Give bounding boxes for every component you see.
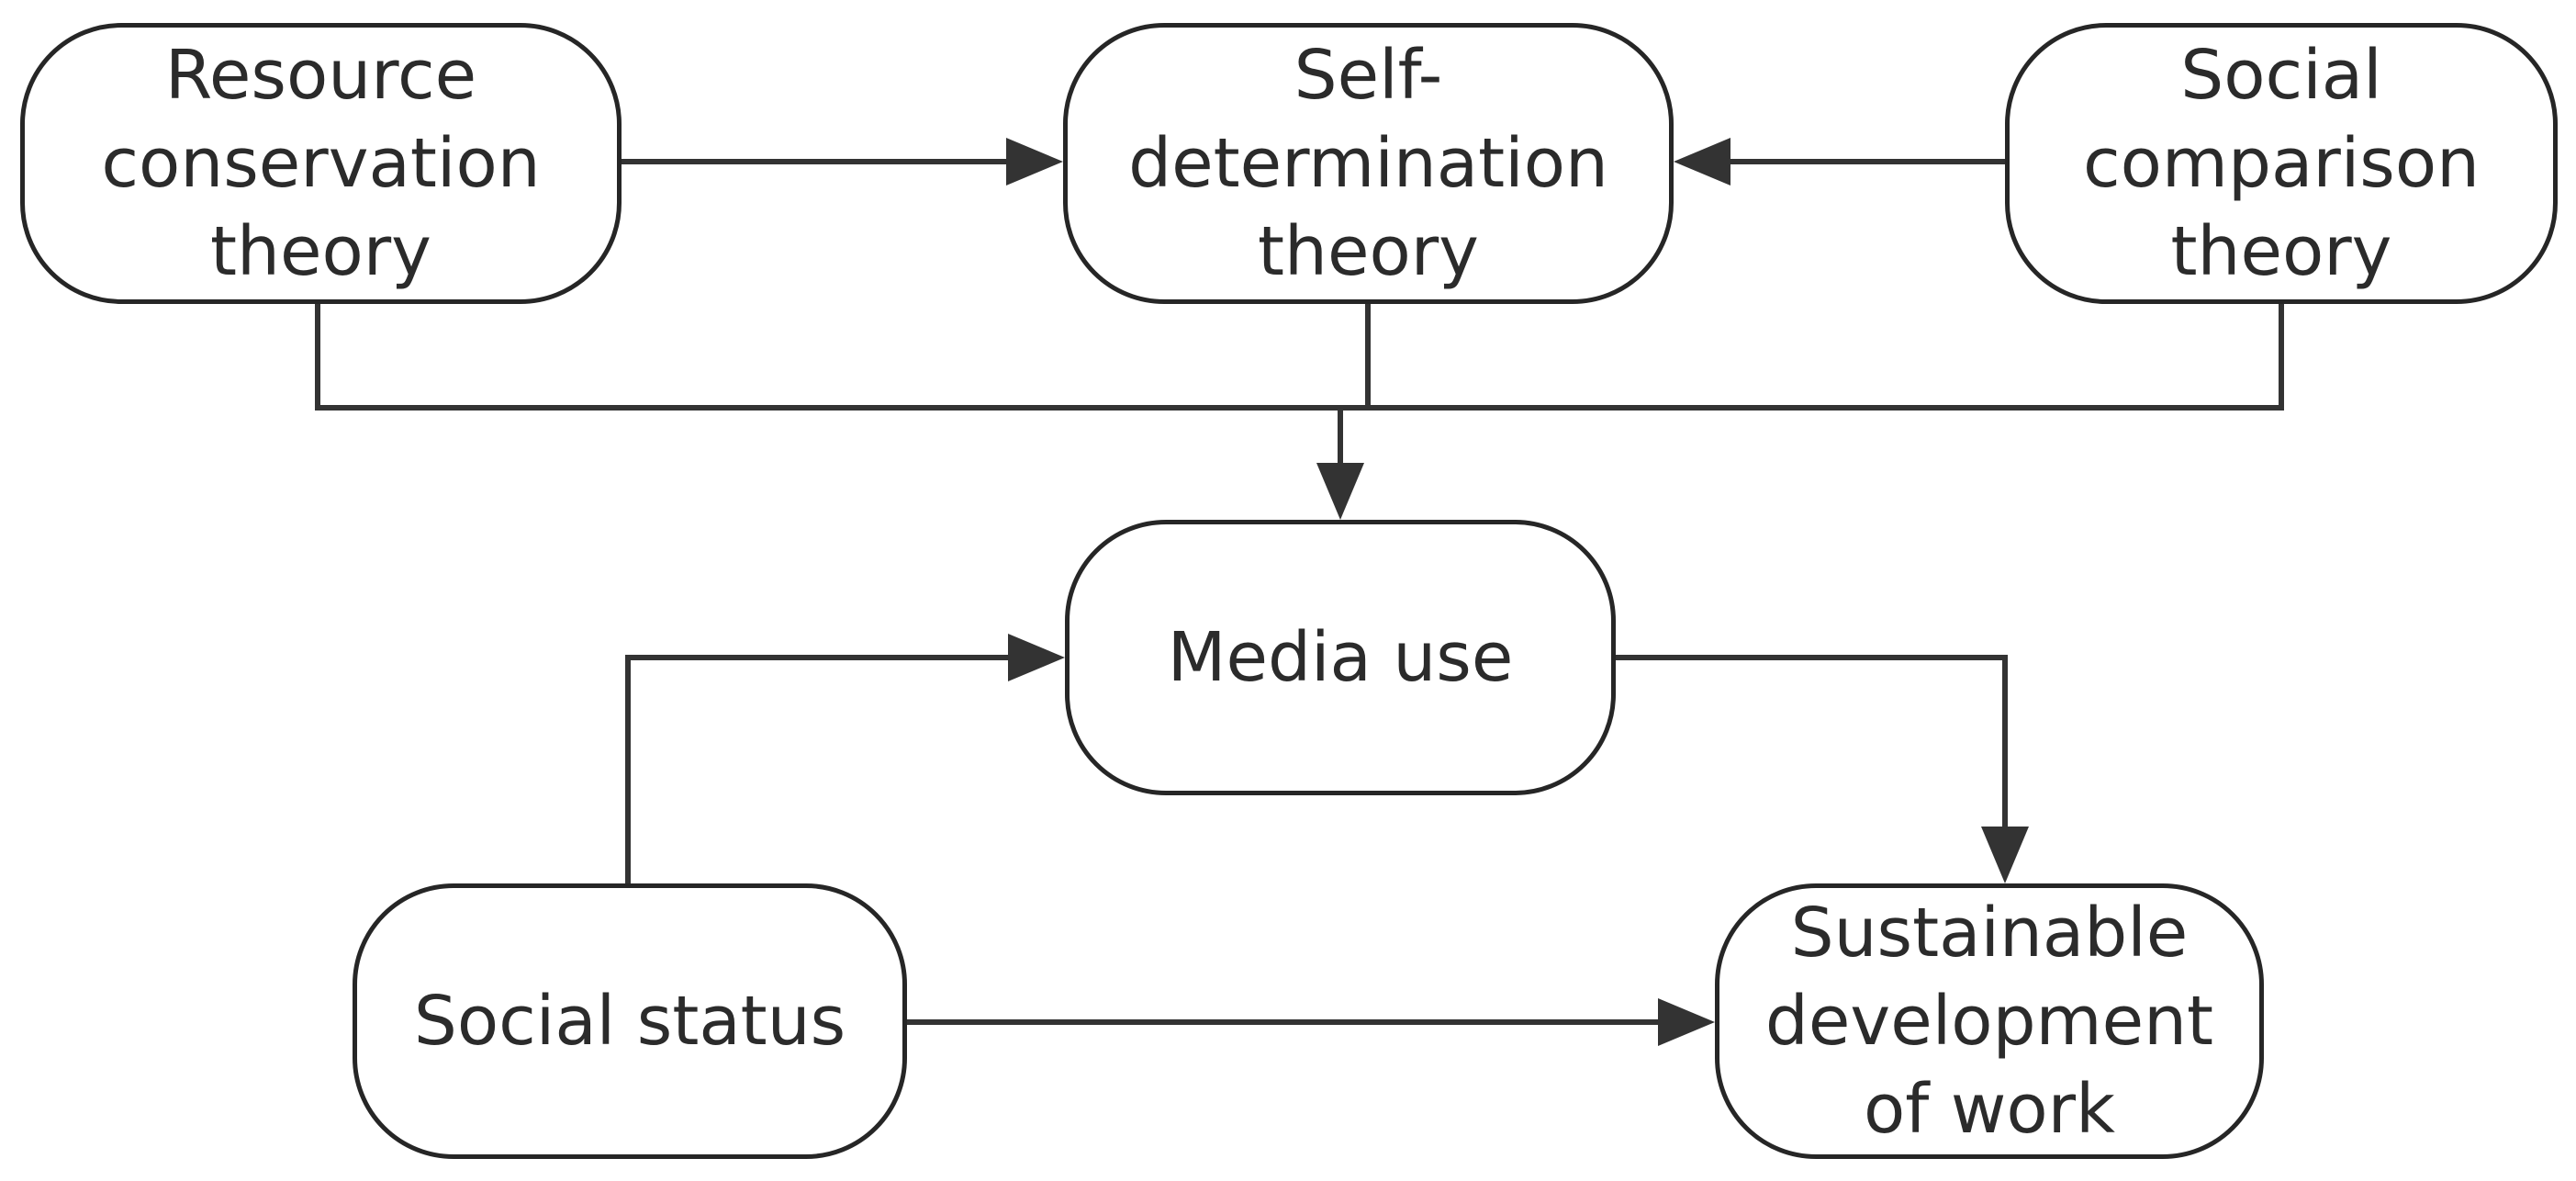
node-label-line: theory (1258, 212, 1479, 291)
edge-status-to-sustain-arrowhead (1658, 998, 1715, 1046)
node-sustainable-development-of-work: Sustainable development of work (1715, 883, 2264, 1159)
edge-merge-to-media-arrowhead (1316, 463, 1364, 520)
node-label-line: theory (210, 212, 431, 291)
node-label-line: development (1764, 982, 2214, 1061)
edge-media-to-sustain-arrowhead (1981, 827, 2029, 883)
node-resource-conservation-theory: Resource conservation theory (20, 23, 622, 304)
node-media-use: Media use (1065, 520, 1616, 795)
edge-status-to-media-arrowhead (1008, 634, 1065, 681)
edge-status-to-media (625, 655, 1019, 883)
node-label-line: comparison (2082, 124, 2481, 203)
node-social-comparison-theory: Social comparison theory (2005, 23, 2558, 304)
node-self-determination-theory: Self- determination theory (1063, 23, 1674, 304)
node-label-line: Resource (164, 36, 477, 115)
node-label-line: of work (1864, 1070, 2115, 1149)
node-social-status: Social status (353, 883, 907, 1159)
node-label-line: Media use (1167, 618, 1514, 697)
node-label-line: theory (2170, 212, 2392, 291)
edge-media-to-sustain (1616, 655, 2008, 832)
edge-social-to-self-arrowhead (1674, 138, 1730, 186)
node-label-line: Sustainable (1790, 894, 2189, 973)
node-label-line: Social status (413, 982, 846, 1061)
node-label-line: conservation (101, 124, 541, 203)
node-label-line: Social (2180, 36, 2382, 115)
edge-resource-to-self-arrowhead (1006, 138, 1063, 186)
node-label-line: determination (1128, 124, 1608, 203)
node-label-line: Self- (1294, 36, 1443, 115)
